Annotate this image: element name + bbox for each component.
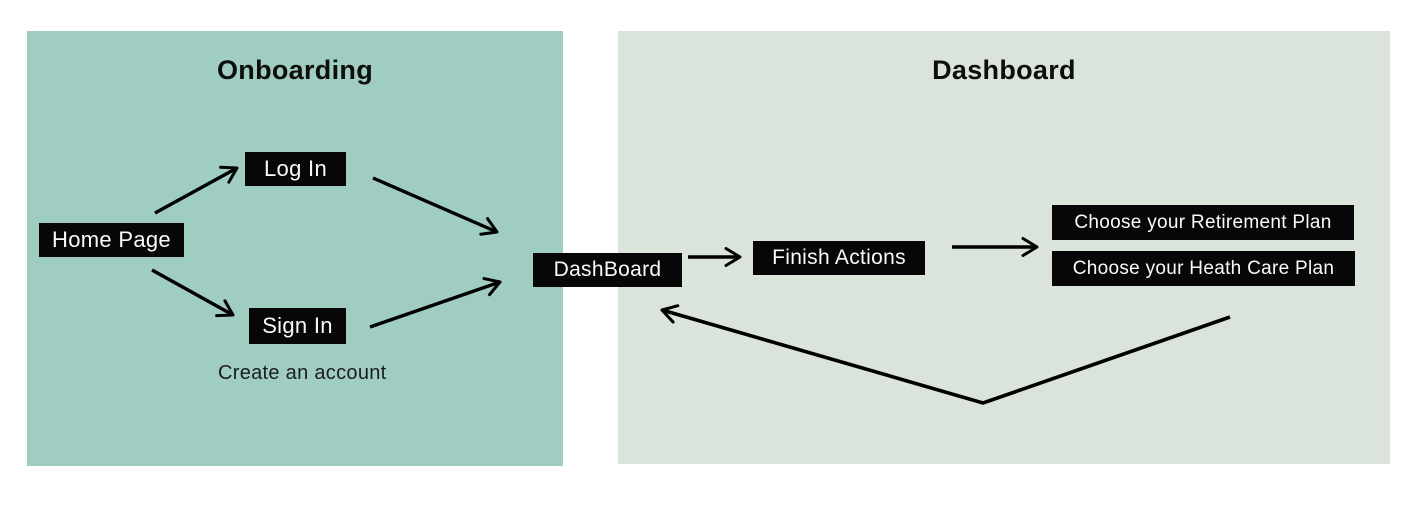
node-dashboard-label: DashBoard	[553, 258, 662, 281]
node-finish-actions: Finish Actions	[753, 241, 925, 275]
node-retirement-plan: Choose your Retirement Plan	[1052, 205, 1354, 240]
create-account-note: Create an account	[218, 362, 387, 384]
panel-onboarding-title: Onboarding	[217, 55, 373, 85]
node-dashboard: DashBoard	[533, 253, 682, 287]
node-home-page: Home Page	[39, 223, 184, 257]
node-heath-care-plan: Choose your Heath Care Plan	[1052, 251, 1355, 286]
node-sign-in-label: Sign In	[262, 313, 333, 338]
node-retirement-plan-label: Choose your Retirement Plan	[1074, 211, 1332, 233]
node-log-in: Log In	[245, 152, 346, 186]
node-finish-actions-label: Finish Actions	[772, 246, 906, 269]
panel-dashboard-title: Dashboard	[932, 55, 1076, 85]
node-sign-in: Sign In	[249, 308, 346, 344]
node-heath-care-plan-label: Choose your Heath Care Plan	[1072, 257, 1335, 279]
node-log-in-label: Log In	[264, 156, 327, 181]
node-home-page-label: Home Page	[52, 227, 171, 252]
panel-dashboard: Dashboard	[618, 31, 1390, 464]
